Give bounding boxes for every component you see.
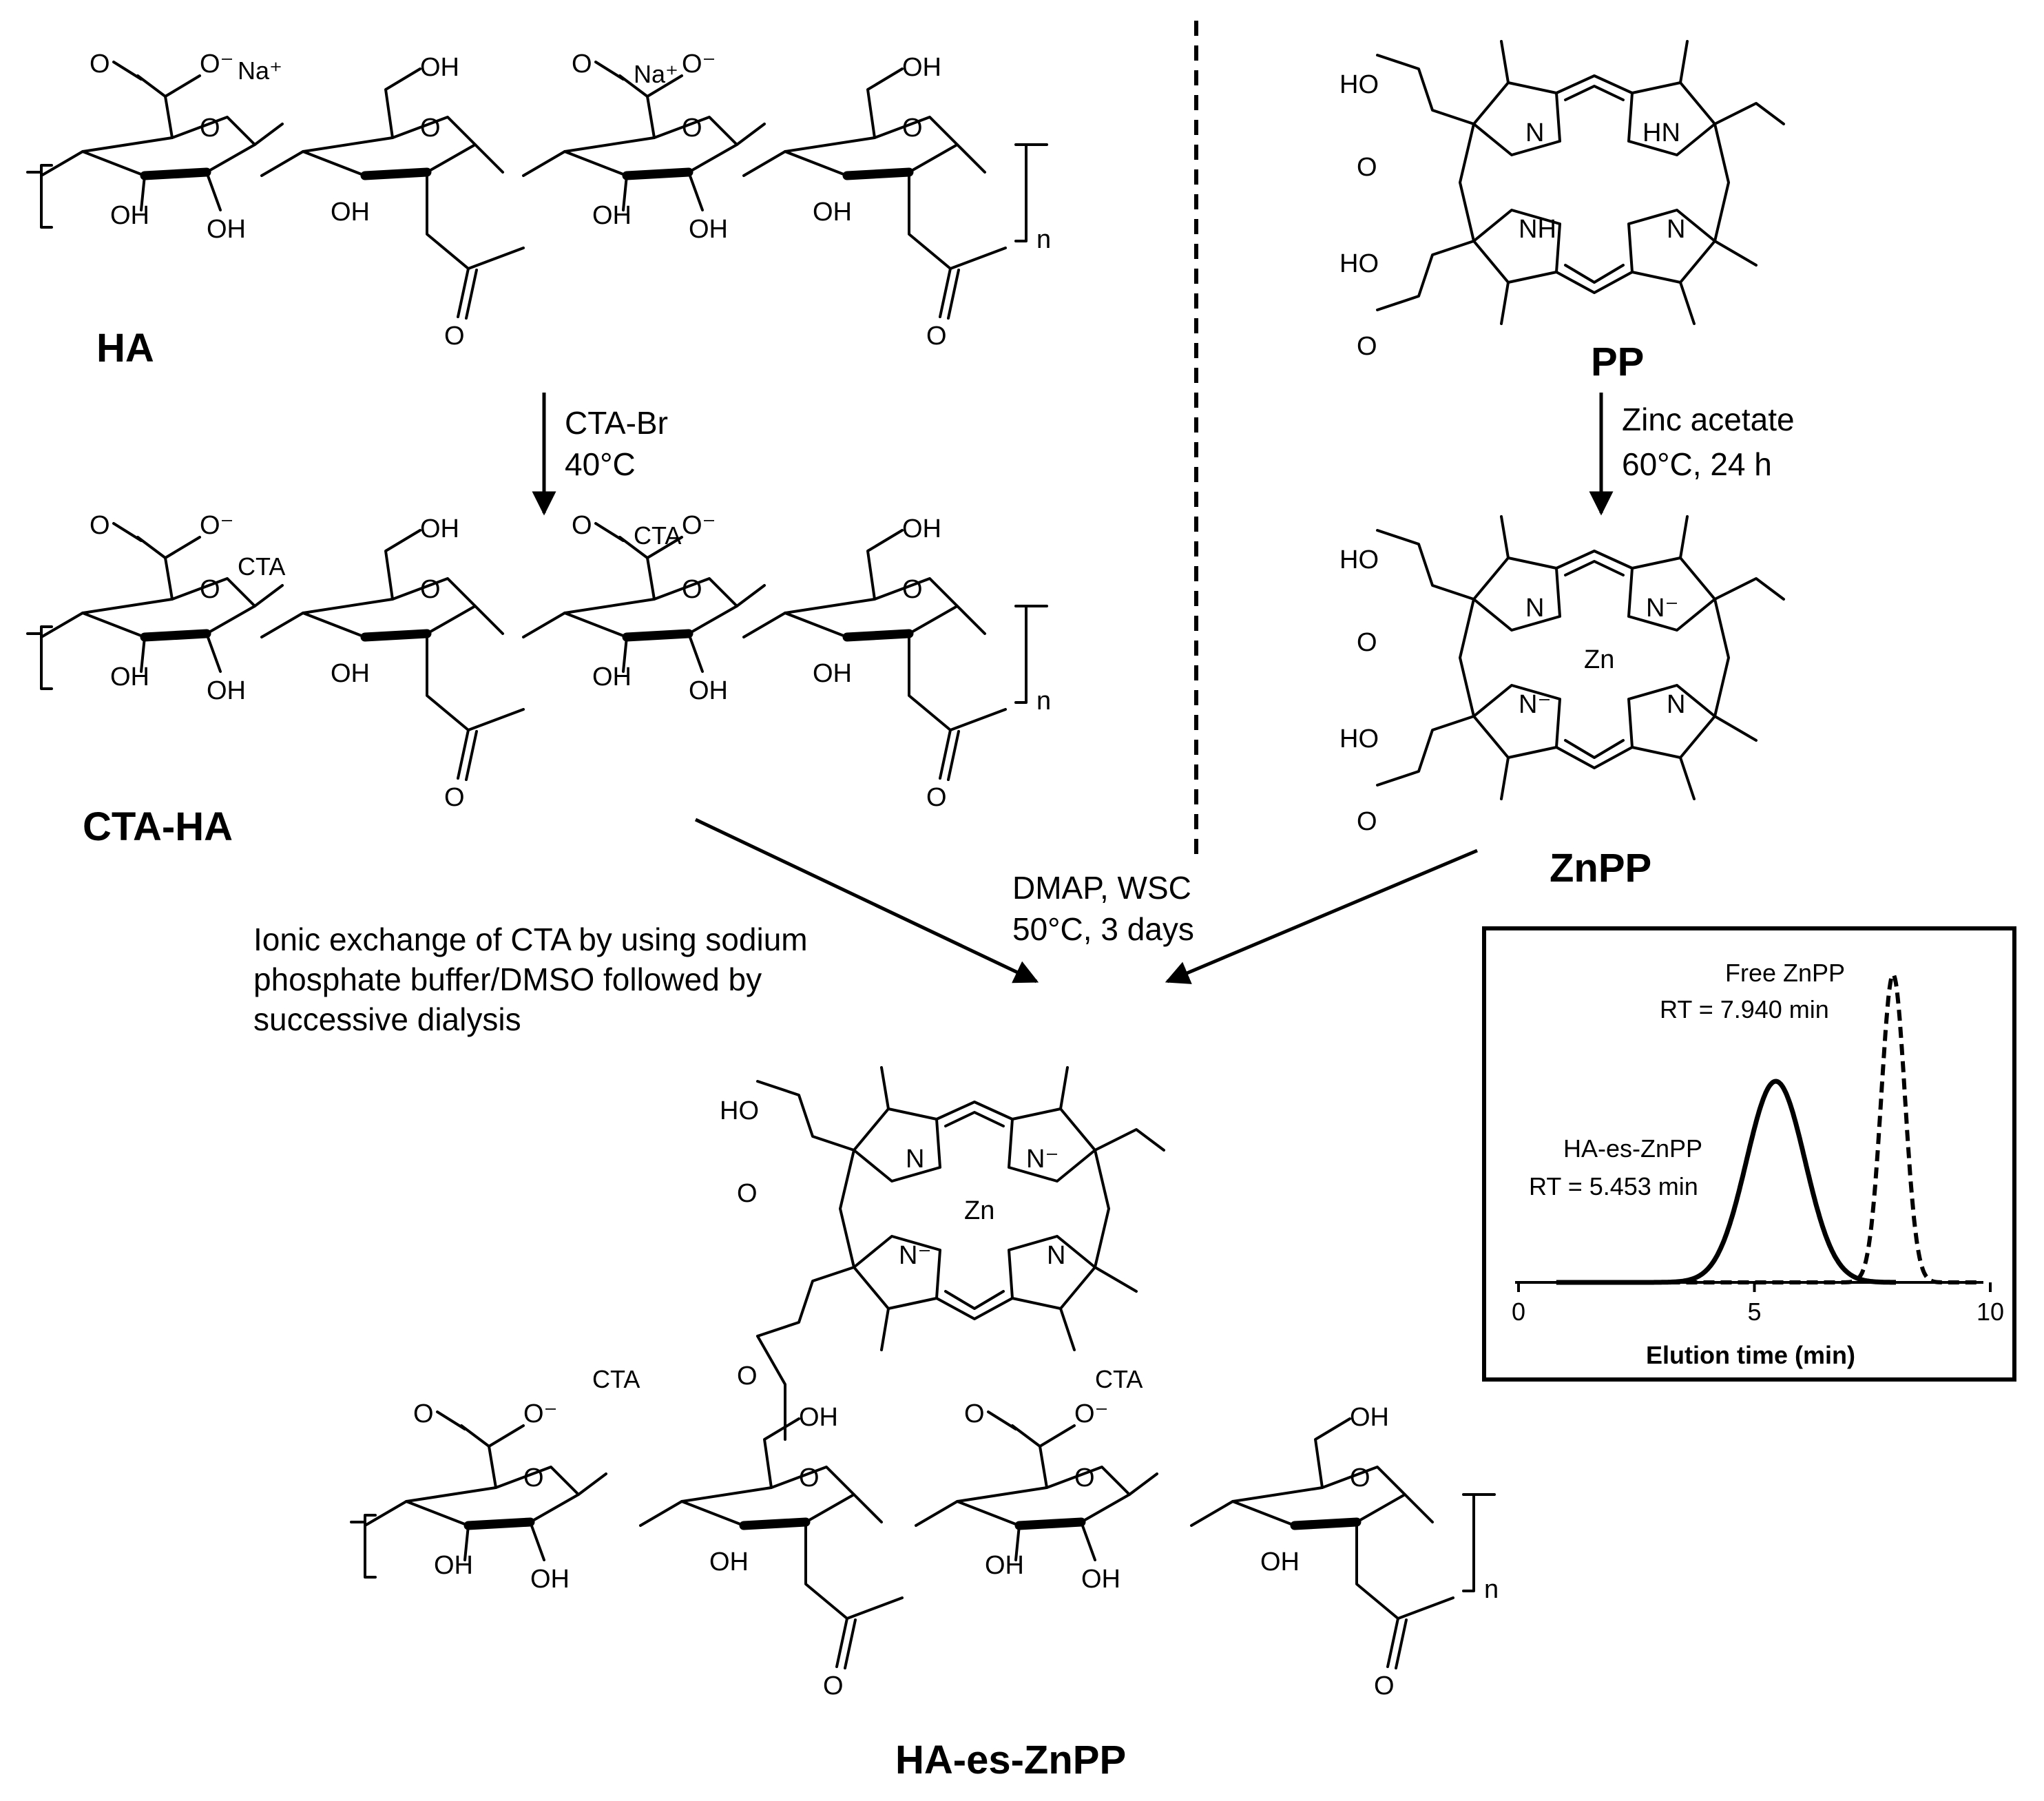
carbonyl-oxygen-label: O: [1357, 332, 1377, 361]
acid-label: HO: [1339, 725, 1379, 753]
cta-counterion-label: CTA: [592, 1365, 640, 1393]
acid-label: HO: [720, 1096, 759, 1125]
zinc-label: Zn: [964, 1196, 994, 1225]
x-tick-label: 10: [1977, 1298, 2004, 1326]
chromatogram-inset: 0 5 10 HA-es-ZnPP RT = 5.453 min Free ZnPP…: [1482, 926, 2016, 1382]
nitrogen-label: N: [1525, 118, 1544, 147]
ha-es-znpp-backbone: CTA CTA n: [350, 1365, 1499, 1700]
carbonyl-oxygen-label: O: [737, 1179, 758, 1208]
nitrogen-anion-label: N⁻: [899, 1241, 932, 1270]
carbonyl-oxygen-label: O: [1357, 807, 1377, 836]
cta-counterion-label: CTA: [238, 552, 285, 581]
condition-cta-br: CTA-Br: [565, 405, 668, 441]
sodium-label: Na⁺: [634, 60, 678, 88]
nitrogen-label: N: [1047, 1241, 1065, 1270]
ester-oxygen-label: O: [737, 1362, 758, 1391]
condition-ion-exchange: Ionic exchange of CTA by using sodium: [253, 922, 808, 957]
ha-structure: Na⁺ Na⁺ n: [26, 50, 1051, 351]
condition-temp-40: 40°C: [565, 446, 636, 482]
series-line-ha-es-znpp: [1556, 1079, 1896, 1285]
carbonyl-oxygen-label: O: [1357, 628, 1377, 657]
compound-label-ha: HA: [96, 326, 154, 371]
nitrogen-label: N: [1667, 690, 1685, 719]
x-tick-group: 0 5 10: [1512, 1282, 2004, 1326]
series-line-free-znpp: [1565, 971, 1981, 1284]
condition-ion-exchange: phosphate buffer/DMSO followed by: [253, 961, 762, 997]
znpp-structure: N N⁻ Zn N⁻ N HO HO O O: [1339, 515, 1785, 836]
nitrogen-label: N: [1667, 215, 1685, 244]
x-tick-label: 0: [1512, 1298, 1525, 1326]
zinc-label: Zn: [1584, 645, 1614, 674]
acid-label: HO: [1339, 70, 1379, 99]
ha-es-znpp-porphyrin: N N⁻ Zn N⁻ N HO O O: [720, 1066, 1165, 1441]
nitrogen-anion-label: N⁻: [1519, 690, 1552, 719]
compound-label-znpp: ZnPP: [1550, 846, 1651, 891]
x-tick-label: 5: [1747, 1298, 1761, 1326]
cta-ha-structure: CTA CTA n: [26, 511, 1051, 812]
nitrogen-label: N: [1525, 594, 1544, 623]
series-annotation-rt-free-znpp: RT = 7.940 min: [1660, 995, 1829, 1023]
compound-label-pp: PP: [1591, 340, 1644, 384]
carbonyl-oxygen-label: O: [1357, 153, 1377, 182]
acid-label: HO: [1339, 249, 1379, 278]
nh-label: HN: [1642, 118, 1680, 147]
series-annotation-ha-es-znpp: HA-es-ZnPP: [1563, 1134, 1702, 1163]
repeat-subscript: n: [1036, 687, 1051, 716]
cta-counterion-label: CTA: [634, 521, 681, 550]
repeat-subscript: n: [1484, 1575, 1499, 1604]
nitrogen-anion-label: N⁻: [1026, 1145, 1059, 1174]
acid-label: HO: [1339, 545, 1379, 574]
cta-counterion-label: CTA: [1095, 1365, 1143, 1393]
reaction-arrow-from-cta-ha: [694, 818, 1039, 983]
compound-label-ha-es-znpp: HA-es-ZnPP: [895, 1738, 1126, 1782]
reaction-arrow-from-znpp: [1165, 849, 1478, 984]
nh-label: NH: [1519, 215, 1556, 244]
series-annotation-free-znpp: Free ZnPP: [1725, 959, 1845, 987]
pp-structure: N HN NH N HO HO O O: [1339, 40, 1785, 361]
repeat-subscript: n: [1036, 225, 1051, 254]
sodium-label: Na⁺: [238, 56, 282, 85]
x-axis-label: Elution time (min): [1646, 1341, 1855, 1369]
condition-temp-60: 60°C, 24 h: [1622, 446, 1772, 482]
series-annotation-rt-ha-es-znpp: RT = 5.453 min: [1529, 1172, 1698, 1200]
nitrogen-anion-label: N⁻: [1646, 594, 1679, 623]
condition-zinc-acetate: Zinc acetate: [1622, 402, 1795, 437]
condition-ion-exchange: successive dialysis: [253, 1001, 521, 1037]
compound-label-cta-ha: CTA-HA: [83, 804, 233, 849]
nitrogen-label: N: [906, 1145, 924, 1174]
condition-temp-50: 50°C, 3 days: [1012, 911, 1194, 947]
condition-dmap-wsc: DMAP, WSC: [1012, 870, 1191, 906]
